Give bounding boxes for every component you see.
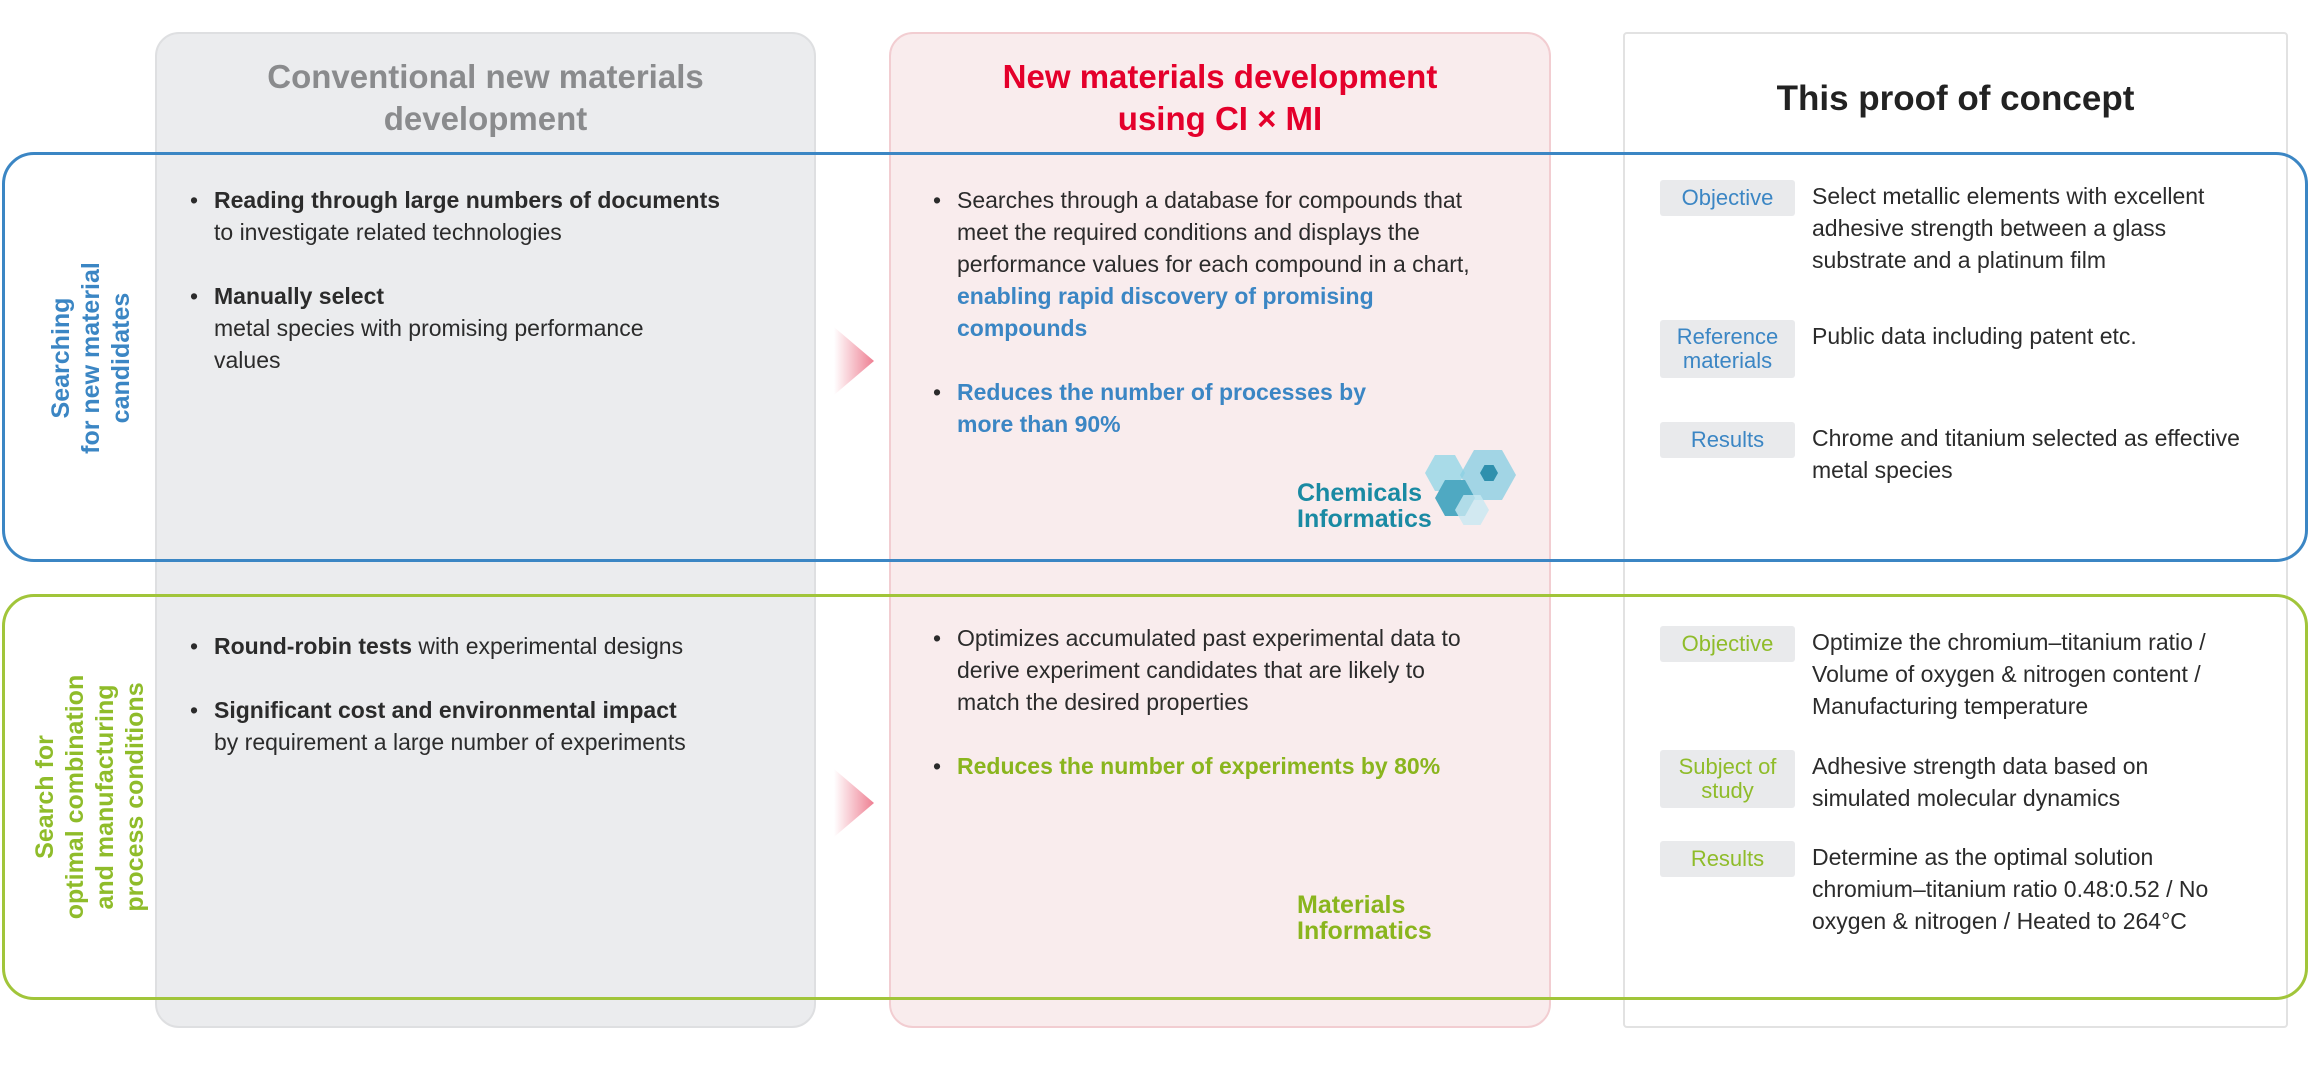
- logo-text: Materials: [1297, 891, 1406, 919]
- label-line: and manufacturing: [91, 684, 119, 910]
- tag-label: Results: [1660, 422, 1795, 458]
- bullet-text: to investigate related technologies: [214, 219, 562, 245]
- poc-optimize-objective: Objective Optimize the chromium–titanium …: [1660, 626, 2252, 722]
- bullet-bold: Round-robin tests: [214, 633, 413, 659]
- row-text: Select metallic elements with excellent …: [1812, 183, 2205, 273]
- label-line: optimal combination: [61, 674, 89, 920]
- poc-search-results: Results Chrome and titanium selected as e…: [1660, 422, 2252, 486]
- bullet-highlight: enabling rapid discovery of promising co…: [957, 283, 1374, 341]
- list-item: Reduces the number of processes by more …: [933, 376, 1397, 440]
- search-row-label: Searching for new material candidates: [46, 158, 136, 558]
- list-item: Round-robin tests with experimental desi…: [190, 630, 814, 662]
- logo-text: Informatics: [1297, 505, 1432, 533]
- list-item: Reduces the number of experiments by 80%: [933, 750, 1517, 782]
- poc-search-objective: Objective Select metallic elements with e…: [1660, 180, 2252, 276]
- bullet-text: metal species with promising performance…: [214, 315, 644, 373]
- bullet-highlight: Reduces the number of experiments by 80%: [957, 753, 1441, 779]
- list-item: Significant cost and environmental impac…: [190, 694, 814, 758]
- bullet-text: Searches through a database for compound…: [957, 187, 1470, 277]
- list-item: Reading through large numbers of documen…: [190, 184, 814, 248]
- bullet-highlight: Reduces the number of processes by more …: [957, 379, 1367, 437]
- poc-search-reference: Reference materials Public data including…: [1660, 320, 2252, 378]
- conventional-optimize-list: Round-robin tests with experimental desi…: [190, 630, 814, 790]
- bullet-bold: Manually select: [214, 283, 385, 309]
- search-row-frame: [2, 152, 2308, 562]
- bullet-text: Optimizes accumulated past experimental …: [957, 625, 1461, 715]
- logo-text: Chemicals: [1297, 479, 1423, 507]
- bullet-bold: Reading through large numbers of documen…: [214, 187, 721, 213]
- ci-mi-optimize-list: Optimizes accumulated past experimental …: [933, 622, 1477, 814]
- hexagon-icon: [1480, 465, 1498, 481]
- row-text: Determine as the optimal solution chromi…: [1812, 844, 2209, 934]
- ci-mi-search-list: Searches through a database for compound…: [933, 184, 1502, 472]
- bullet-bold: Significant cost and environmental impac…: [214, 697, 677, 723]
- tag-label: Objective: [1660, 626, 1795, 662]
- logo-text: Informatics: [1297, 917, 1432, 945]
- bullet-text: with experimental designs: [412, 633, 684, 659]
- list-item: Optimizes accumulated past experimental …: [933, 622, 1477, 718]
- conventional-title: Conventional new materials development: [267, 58, 704, 137]
- list-item: Searches through a database for compound…: [933, 184, 1502, 344]
- label-line: candidates: [107, 292, 135, 424]
- conventional-search-list: Reading through large numbers of documen…: [190, 184, 814, 408]
- poc-optimize-subject: Subject of study Adhesive strength data b…: [1660, 750, 2252, 814]
- label-line: Searching: [47, 297, 75, 419]
- poc-optimize-results: Results Determine as the optimal solution…: [1660, 841, 2232, 937]
- tag-label: Reference materials: [1660, 320, 1795, 378]
- tag-label: Subject of study: [1660, 750, 1795, 808]
- optimize-row-label: Search for optimal combination and manuf…: [30, 597, 150, 997]
- label-line: for new material: [77, 262, 105, 454]
- tag-label: Results: [1660, 841, 1795, 877]
- tag-label: Objective: [1660, 180, 1795, 216]
- bullet-text: by requirement a large number of experim…: [214, 729, 686, 755]
- row-text: Chrome and titanium selected as effectiv…: [1812, 425, 2240, 483]
- row-text: Adhesive strength data based on simulate…: [1812, 753, 2149, 811]
- label-line: Search for: [31, 735, 59, 859]
- list-item: Manually select metal species with promi…: [190, 280, 814, 376]
- label-line: process conditions: [121, 682, 149, 912]
- row-text: Optimize the chromium–titanium ratio / V…: [1812, 629, 2206, 719]
- row-text: Public data including patent etc.: [1812, 323, 2137, 349]
- ci-mi-title: New materials development using CI × MI: [1002, 58, 1438, 137]
- poc-title: This proof of concept: [1776, 79, 2135, 118]
- optimize-row-frame: [2, 594, 2308, 1000]
